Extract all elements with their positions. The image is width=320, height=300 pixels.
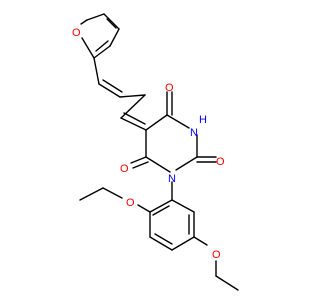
bond-oet2-c xyxy=(215,275,239,291)
oxygen-label-ethoxy-1: O xyxy=(126,197,135,209)
bond-chain-3 xyxy=(119,94,146,98)
bond-oet1-c xyxy=(79,187,104,201)
oxygen-label-c4: O xyxy=(165,82,174,94)
bond-benz-3b xyxy=(154,233,173,245)
bonds xyxy=(79,13,239,291)
bond-ring-2 xyxy=(166,114,190,129)
bond-furan-5 xyxy=(81,37,95,59)
bond-ring-5 xyxy=(145,156,171,173)
oxygen-label-ethoxy-2: O xyxy=(212,249,221,261)
oxygen-label-c2: O xyxy=(216,156,225,168)
oxygen-label-c6: O xyxy=(120,163,129,175)
hydrogen-label-nh: H xyxy=(199,114,207,126)
bond-furan-2 xyxy=(103,13,120,30)
molecule-diagram: O O H N O O N O O xyxy=(0,0,300,300)
bond-furan-4b xyxy=(95,40,109,52)
oxygen-label-furan: O xyxy=(72,27,81,39)
bond-chain-5 xyxy=(120,117,147,131)
bond-oet1-b xyxy=(102,187,123,199)
bond-furan-2b xyxy=(106,18,117,29)
bond-chain-2b xyxy=(102,79,123,93)
nitrogen-label-n1: N xyxy=(168,173,176,185)
bond-co-c6b xyxy=(132,161,149,169)
bond-furan-6 xyxy=(80,19,88,25)
bond-chain-5b xyxy=(123,112,146,125)
bond-oet1-a xyxy=(137,204,151,213)
bond-ring-1 xyxy=(145,114,168,131)
bond-oet2-a xyxy=(193,236,208,246)
atom-labels: O O H N O O N O O xyxy=(72,27,225,261)
bond-benz-3 xyxy=(149,236,173,251)
bond-furan-1 xyxy=(86,13,105,21)
bond-furan-3 xyxy=(109,28,120,47)
nitrogen-label-nh: N xyxy=(190,127,198,139)
bond-co-c6 xyxy=(130,156,147,164)
bond-benz-6 xyxy=(171,199,195,213)
bond-ring-4 xyxy=(175,156,198,171)
bond-chain-1 xyxy=(93,57,100,85)
bond-furan-4 xyxy=(93,45,111,59)
bond-benz-4 xyxy=(171,236,195,251)
bond-chain-2 xyxy=(98,83,121,98)
bond-benz-1b xyxy=(152,205,170,216)
canvas-background xyxy=(0,0,300,300)
bond-benz-1 xyxy=(149,199,173,213)
